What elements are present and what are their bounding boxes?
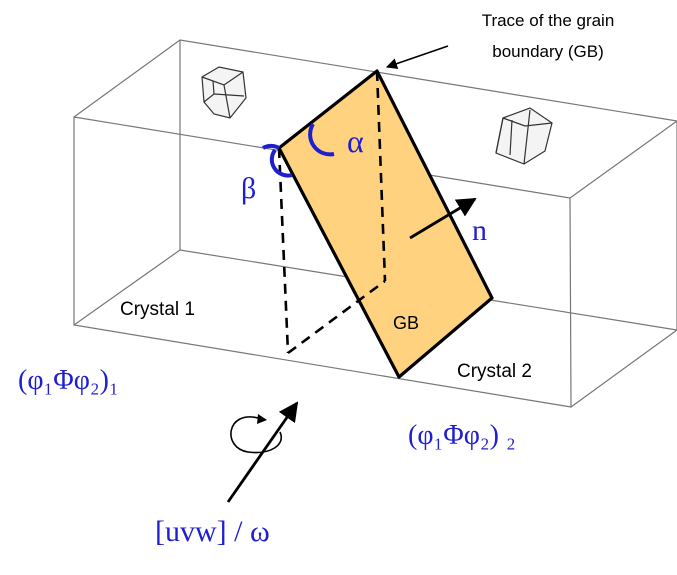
euler-angles-crystal2: (φ₁Φφ₂) ₂ xyxy=(408,420,516,451)
box-back-edges xyxy=(73,39,677,408)
beta-angle-arc xyxy=(269,148,293,178)
alpha-label: α xyxy=(347,123,364,159)
axis-angle-label: [uvw] / ω xyxy=(155,515,270,548)
crystal2-label: Crystal 2 xyxy=(457,361,532,382)
beta-label: β xyxy=(241,172,256,205)
beta-angle-arc-top xyxy=(262,143,280,150)
box-top-right-edge xyxy=(569,120,677,199)
alpha-angle-arc xyxy=(308,122,335,157)
normal-label: n xyxy=(472,214,487,247)
crystal1-orientation-cube-icon xyxy=(201,66,247,119)
dashed-projection-left xyxy=(277,147,290,354)
euler-angles-crystal1: (φ₁Φφ₂)₁ xyxy=(18,365,119,396)
trace-pointer-arrow xyxy=(385,45,449,70)
crystal2-orientation-cube-icon xyxy=(495,107,553,165)
gb-label: GB xyxy=(393,313,419,333)
trace-annotation-line1: Trace of the grain xyxy=(482,11,615,30)
grain-boundary-plane xyxy=(277,69,494,379)
dashed-bottom-edge xyxy=(287,279,386,355)
dashed-vertical-back xyxy=(375,70,387,282)
crystal1-label: Crystal 1 xyxy=(120,299,195,320)
normal-vector-arrow xyxy=(409,197,477,240)
rotation-icon xyxy=(230,414,283,454)
trace-annotation-line2: boundary (GB) xyxy=(492,42,604,61)
construction-lines xyxy=(277,70,387,355)
